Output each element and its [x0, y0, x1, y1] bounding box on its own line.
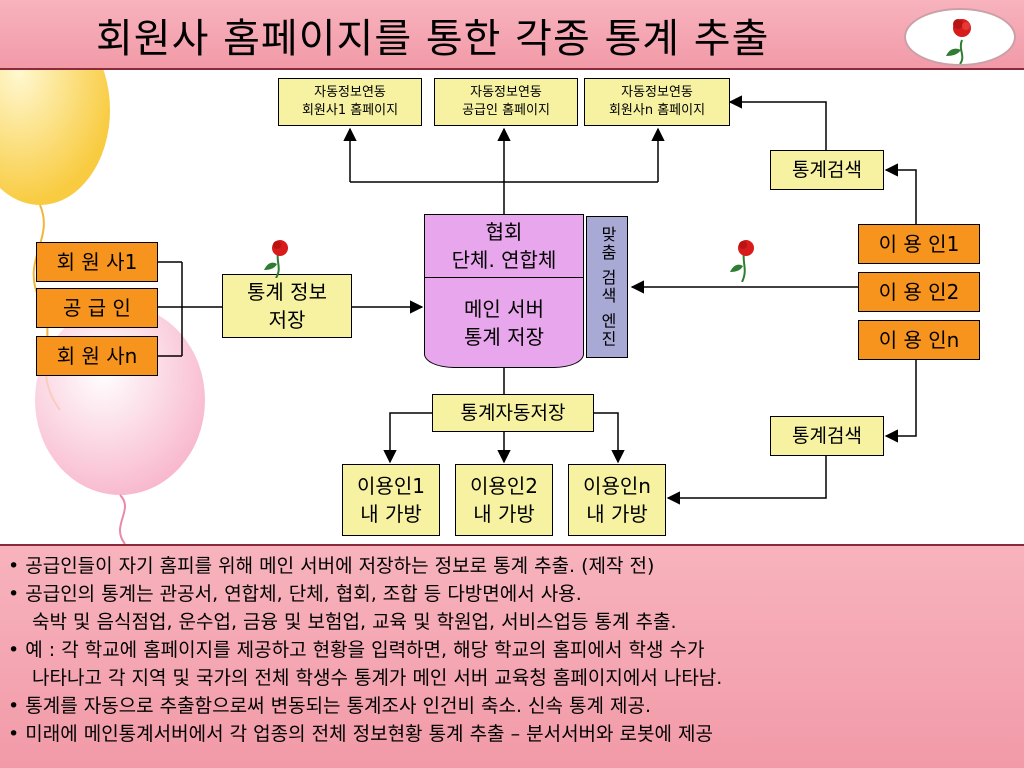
main-server: 메인 서버 통계 저장	[424, 278, 584, 368]
top-box-line2: 회원사1 홈페이지	[301, 103, 399, 118]
note-line: • 공급인의 통계는 관공서, 연합체, 단체, 협회, 조합 등 다방면에서 …	[8, 583, 582, 605]
server-body-line1: 메인 서버	[464, 296, 544, 321]
note-line: • 예 : 각 학교에 홈페이지를 제공하고 현황을 입력하면, 해당 학교의 …	[8, 639, 705, 661]
top-box-line1: 자동정보연동	[314, 85, 386, 100]
note-line: • 공급인들이 자기 홈피를 위해 메인 서버에 저장하는 정보로 통계 추출.…	[8, 555, 655, 577]
bag-line1: 이용인2	[470, 474, 538, 498]
stat-store-line1: 통계 정보	[247, 280, 327, 304]
auto-store-box: 통계자동저장	[432, 394, 594, 432]
top-box-line2: 공급인 홈페이지	[462, 103, 550, 118]
left-box-membern: 회 원 사n	[36, 336, 158, 376]
rose-icon	[946, 19, 971, 65]
notes-panel: • 공급인들이 자기 홈피를 위해 메인 서버에 저장하는 정보로 통계 추출.…	[0, 544, 1024, 768]
bag-box-usern: 이용인n 내 가방	[568, 464, 666, 536]
top-box-line1: 자동정보연동	[621, 85, 693, 100]
page-title: 회원사 홈페이지를 통한 각종 통계 추출	[96, 16, 770, 62]
bag-line1: 이용인n	[583, 474, 651, 498]
bag-line1: 이용인1	[357, 474, 425, 498]
search-engine-box: 맞춤 검색 엔진	[586, 216, 628, 358]
bag-line2: 내 가방	[360, 502, 422, 526]
bag-box-user2: 이용인2 내 가방	[455, 464, 553, 536]
top-box-line2: 회원사n 홈페이지	[608, 103, 706, 118]
stat-store-box: 통계 정보 저장	[222, 274, 352, 338]
top-box-membern: 자동정보연동 회원사n 홈페이지	[584, 78, 730, 126]
top-box-member1: 자동정보연동 회원사1 홈페이지	[278, 78, 422, 126]
bag-line2: 내 가방	[586, 502, 648, 526]
bag-box-user1: 이용인1 내 가방	[342, 464, 440, 536]
stat-store-line2: 저장	[268, 308, 306, 332]
stat-search-top: 통계검색	[770, 150, 884, 190]
note-line: • 통계를 자동으로 추출함으로써 변동되는 통계조사 인건비 축소. 신속 통…	[8, 695, 652, 717]
note-line: 나타나고 각 지역 및 국가의 전체 학생수 통계가 메인 서버 교육청 홈페이…	[32, 667, 723, 689]
left-box-member1: 회 원 사1	[36, 242, 158, 282]
user-box-1: 이 용 인1	[858, 224, 980, 264]
server-header-line1: 협회	[485, 220, 523, 244]
top-box-line1: 자동정보연동	[470, 85, 542, 100]
user-box-2: 이 용 인2	[858, 272, 980, 312]
stat-search-bottom: 통계검색	[770, 416, 884, 456]
user-box-n: 이 용 인n	[858, 320, 980, 360]
bag-line2: 내 가방	[473, 502, 535, 526]
rose-logo-oval	[904, 8, 1016, 66]
server-header-line2: 단체. 연합체	[451, 248, 557, 272]
search-engine-label: 맞춤 검색 엔진	[598, 225, 617, 349]
top-box-supplier: 자동정보연동 공급인 홈페이지	[434, 78, 578, 126]
note-line: • 미래에 메인통계서버에서 각 업종의 전체 정보현황 통계 추출 – 분서서…	[8, 723, 713, 745]
note-line: 숙박 및 음식점업, 운수업, 금융 및 보험업, 교육 및 학원업, 서비스업…	[32, 611, 677, 633]
rose-icon	[264, 240, 288, 278]
server-header: 협회 단체. 연합체	[424, 214, 584, 278]
title-bar	[0, 0, 1024, 70]
rose-icon	[730, 240, 754, 282]
server-body-line2: 통계 저장	[464, 324, 544, 349]
left-box-supplier: 공 급 인	[36, 288, 158, 328]
